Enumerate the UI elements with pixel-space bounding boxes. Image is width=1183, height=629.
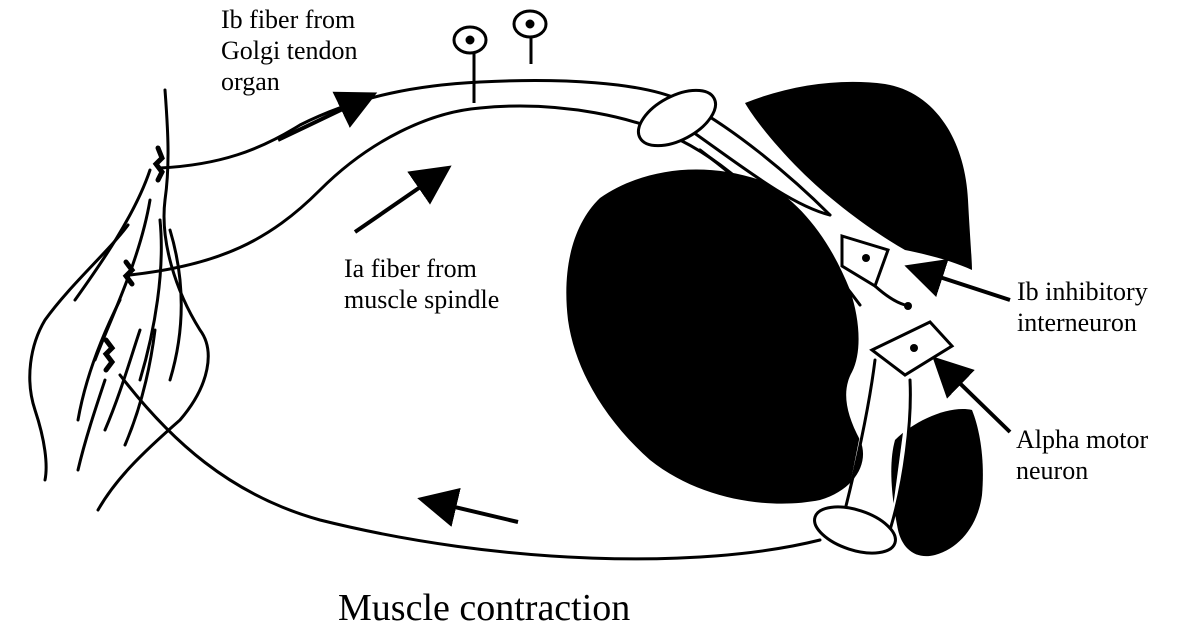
label-ib-interneuron-line1: Ib inhibitory — [1017, 276, 1148, 307]
arrow-efferent-direction — [425, 500, 518, 522]
muscle-spindle — [126, 262, 132, 284]
label-ib-interneuron: Ib inhibitory interneuron — [1017, 276, 1148, 338]
label-ia-fiber-line2: muscle spindle — [344, 284, 499, 315]
label-alpha-motor-line1: Alpha motor — [1016, 424, 1148, 455]
label-ib-fiber: Ib fiber from Golgi tendon organ — [221, 4, 358, 97]
muscle — [30, 90, 208, 510]
ganglion-cells — [454, 11, 546, 103]
neuromuscular-junction — [106, 340, 112, 370]
arrow-ib-direction — [278, 96, 370, 140]
label-alpha-motor: Alpha motor neuron — [1016, 424, 1148, 486]
golgi-tendon-organ — [156, 148, 162, 180]
intermediate-zone — [566, 170, 863, 504]
label-ia-fiber: Ia fiber from muscle spindle — [344, 253, 499, 315]
label-alpha-motor-line2: neuron — [1016, 455, 1148, 486]
spinal-gray-matter — [566, 82, 983, 556]
arrow-ia-direction — [355, 170, 445, 232]
alpha-motor-neuron-cell — [872, 322, 952, 375]
label-ia-fiber-line1: Ia fiber from — [344, 253, 499, 284]
arrow-to-interneuron — [912, 268, 1010, 300]
label-ib-fiber-line2: Golgi tendon — [221, 35, 358, 66]
label-ib-interneuron-line2: interneuron — [1017, 307, 1148, 338]
label-ib-fiber-line3: organ — [221, 66, 358, 97]
label-ib-fiber-line1: Ib fiber from — [221, 4, 358, 35]
caption-muscle-contraction: Muscle contraction — [338, 588, 630, 628]
